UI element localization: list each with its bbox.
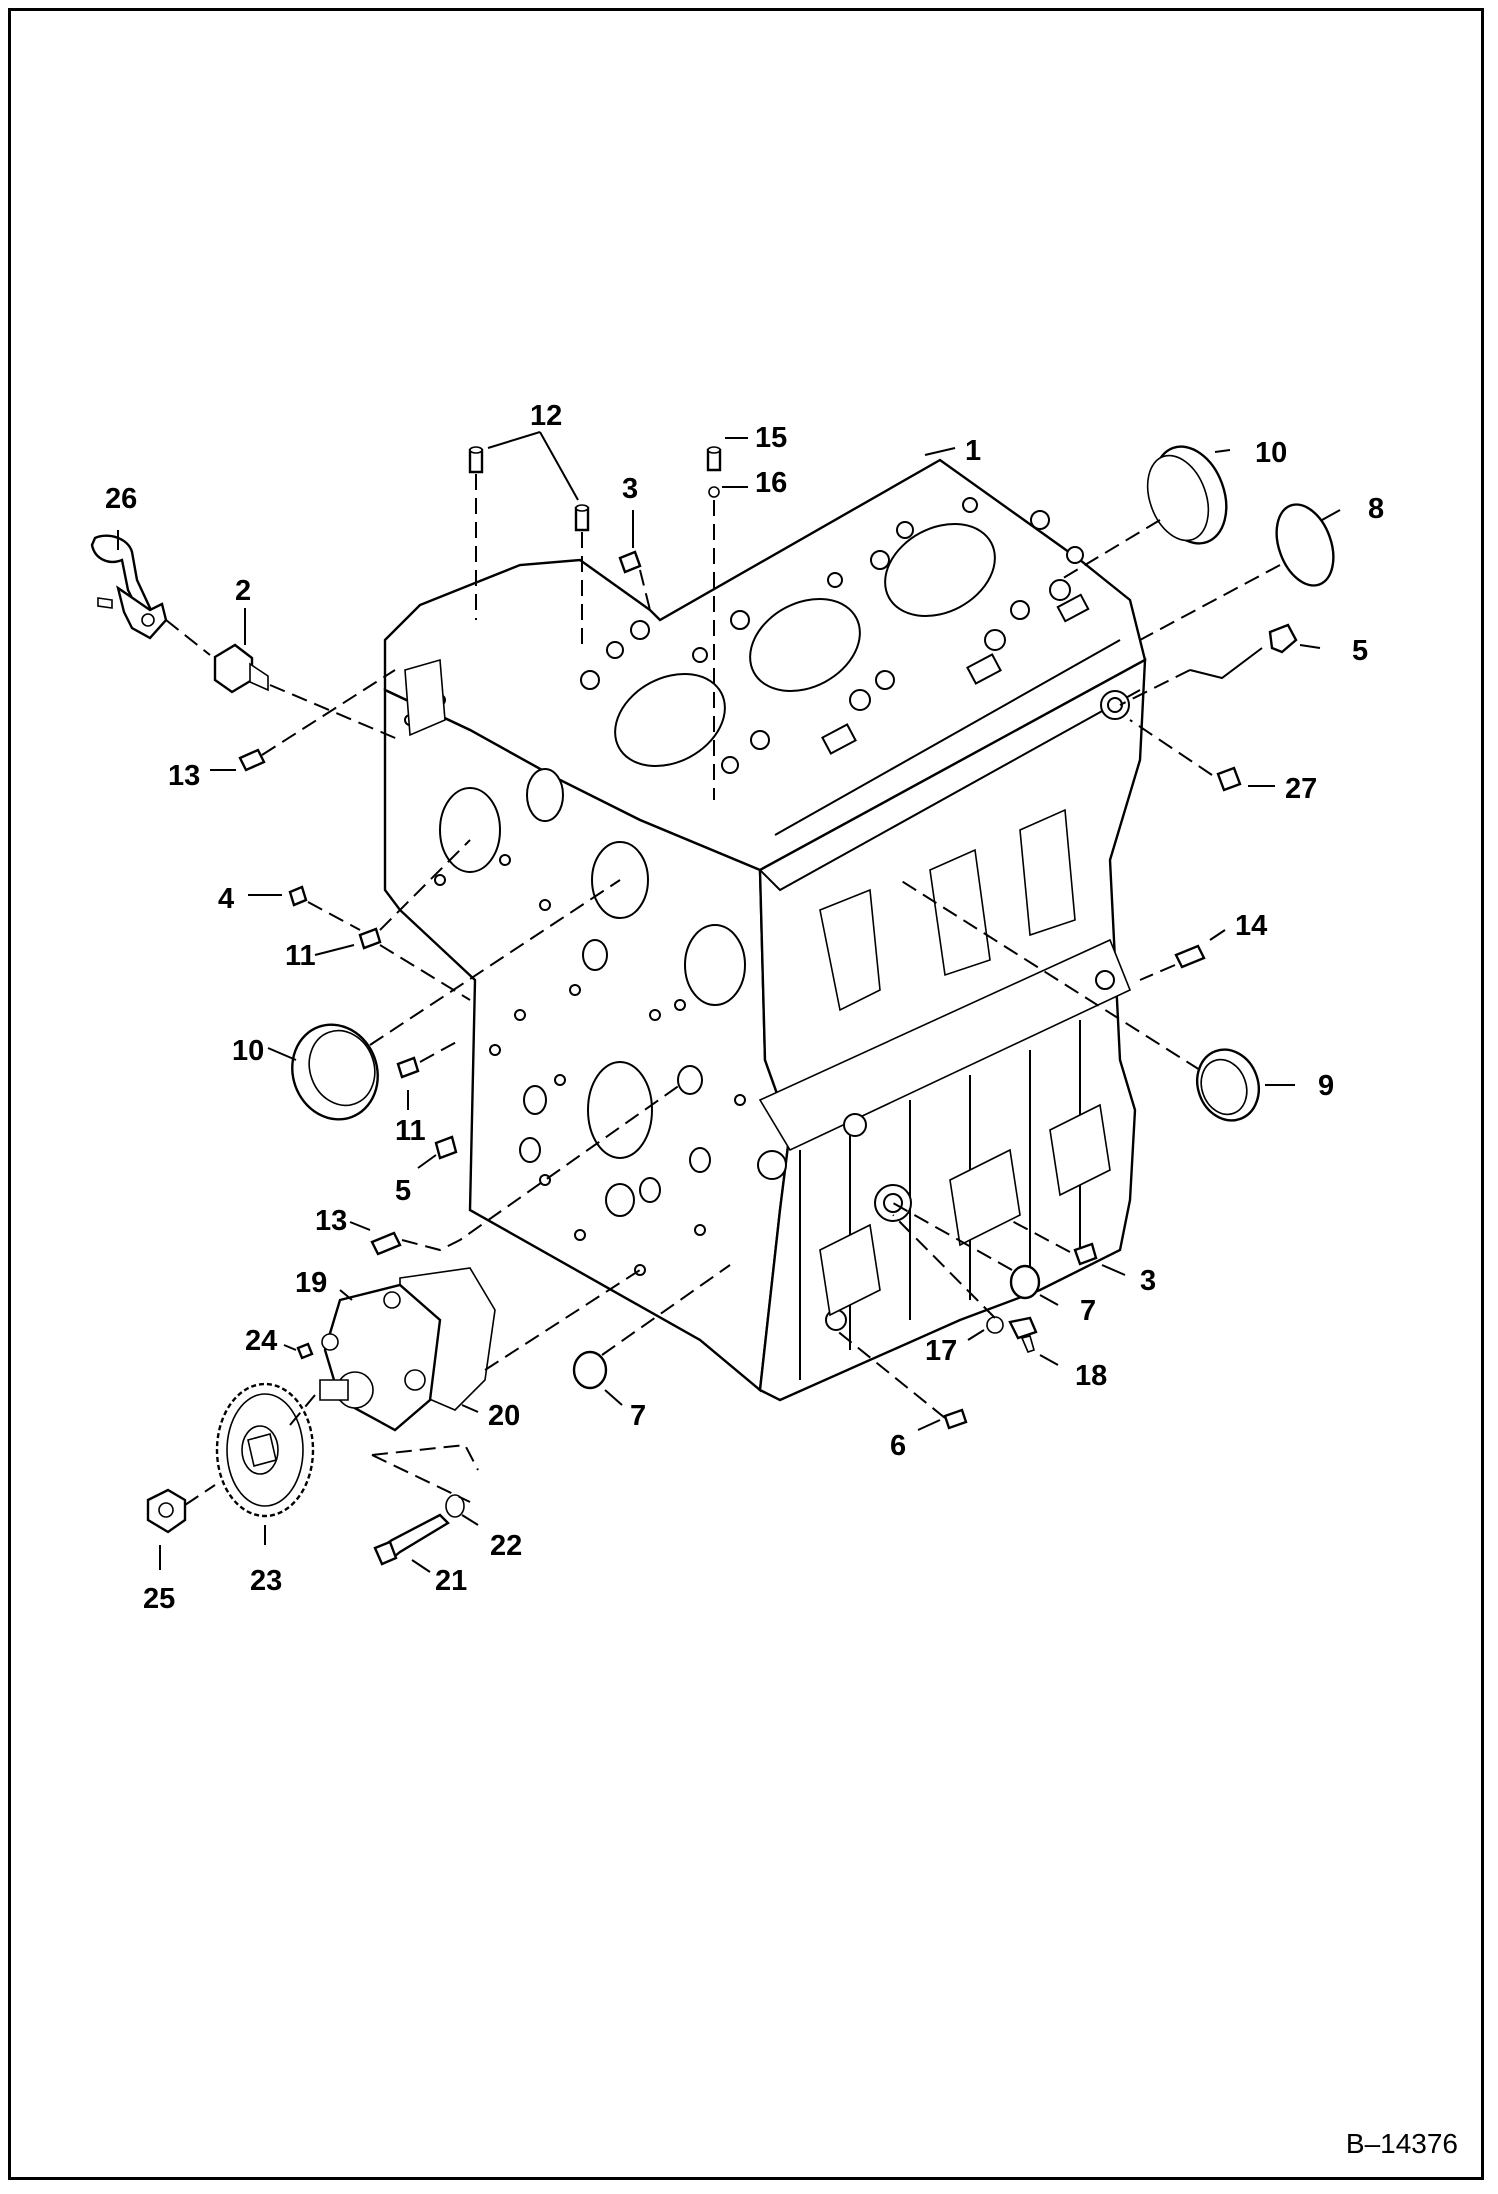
callout-19: 19: [295, 1267, 327, 1299]
plug-7-right: [1009, 1264, 1041, 1300]
bolt-18: [1008, 1316, 1038, 1353]
coolant-drain-cock-26: [90, 534, 168, 640]
expansion-plug-10-top: [1146, 445, 1228, 545]
nut-25: [146, 1488, 187, 1534]
callout-3: 3: [1140, 1265, 1156, 1297]
plug-5-right: [1268, 623, 1298, 654]
front-face-holes: [404, 658, 746, 1276]
callout-12: 12: [530, 400, 562, 432]
callout-18: 18: [1075, 1360, 1107, 1392]
callout-11: 11: [285, 940, 316, 972]
oil-seal-10-left: [291, 1023, 379, 1121]
plug-3-lower: [1073, 1242, 1098, 1266]
callout-7: 7: [630, 1400, 646, 1432]
callout-27: 27: [1285, 773, 1317, 805]
right-side-bosses: [757, 690, 1130, 1331]
pin-6: [943, 1408, 968, 1430]
dowel-14: [1174, 944, 1206, 969]
callout-21: 21: [435, 1565, 467, 1597]
expansion-plug-8: [1275, 503, 1335, 587]
callout-labels: 12 15 1 10 26 3 16 8 2 5 13 27 4 11 14 1…: [105, 400, 1384, 1615]
dowels-11: [358, 927, 420, 1079]
plug-5-left: [434, 1135, 458, 1160]
callout-3: 3: [622, 473, 638, 505]
callout-5: 5: [395, 1175, 411, 1207]
callout-9: 9: [1318, 1070, 1334, 1102]
callout-8: 8: [1368, 493, 1384, 525]
plug-7-left: [572, 1350, 608, 1390]
plug-27: [1216, 766, 1242, 792]
callout-24: 24: [245, 1325, 277, 1357]
callout-13: 13: [315, 1205, 347, 1237]
pin-15-ring-16: [706, 446, 722, 498]
washer-17: [986, 1316, 1004, 1334]
dowel-13-lower: [370, 1231, 402, 1256]
callout-15: 15: [755, 422, 787, 454]
callout-23: 23: [250, 1565, 282, 1597]
dowel-pins-12: [468, 446, 590, 532]
callout-26: 26: [105, 483, 137, 515]
callout-1: 1: [965, 435, 981, 467]
callout-10: 10: [232, 1035, 264, 1067]
cylinder-block: [383, 458, 1147, 1402]
dowel-13-upper: [238, 748, 266, 772]
callout-20: 20: [488, 1400, 520, 1432]
cylinder-bores: [614, 522, 996, 768]
deck-holes: [580, 497, 1090, 774]
callout-2: 2: [235, 575, 251, 607]
callout-5: 5: [1352, 635, 1368, 667]
gear-23: [215, 1382, 315, 1518]
callout-16: 16: [755, 467, 787, 499]
reference-code: B–14376: [1345, 2128, 1458, 2159]
callout-13: 13: [168, 760, 200, 792]
callout-14: 14: [1235, 910, 1267, 942]
key-24: [296, 1342, 314, 1360]
callout-10: 10: [1255, 437, 1287, 469]
adapter-2: [213, 643, 269, 694]
callout-6: 6: [890, 1430, 906, 1462]
callout-4: 4: [218, 883, 234, 915]
washer-22: [445, 1494, 465, 1518]
plug-4: [288, 885, 308, 907]
callout-11: 11: [395, 1115, 426, 1147]
bolt-21: [373, 1513, 450, 1566]
plug-3-top: [618, 550, 642, 574]
callout-25: 25: [143, 1583, 175, 1615]
callout-22: 22: [490, 1530, 522, 1562]
oil-seal-9: [1196, 1048, 1260, 1122]
callout-7: 7: [1080, 1295, 1096, 1327]
callout-17: 17: [925, 1335, 957, 1367]
leader-lines: [117, 431, 1341, 1573]
oil-pump-19: [319, 1267, 496, 1432]
